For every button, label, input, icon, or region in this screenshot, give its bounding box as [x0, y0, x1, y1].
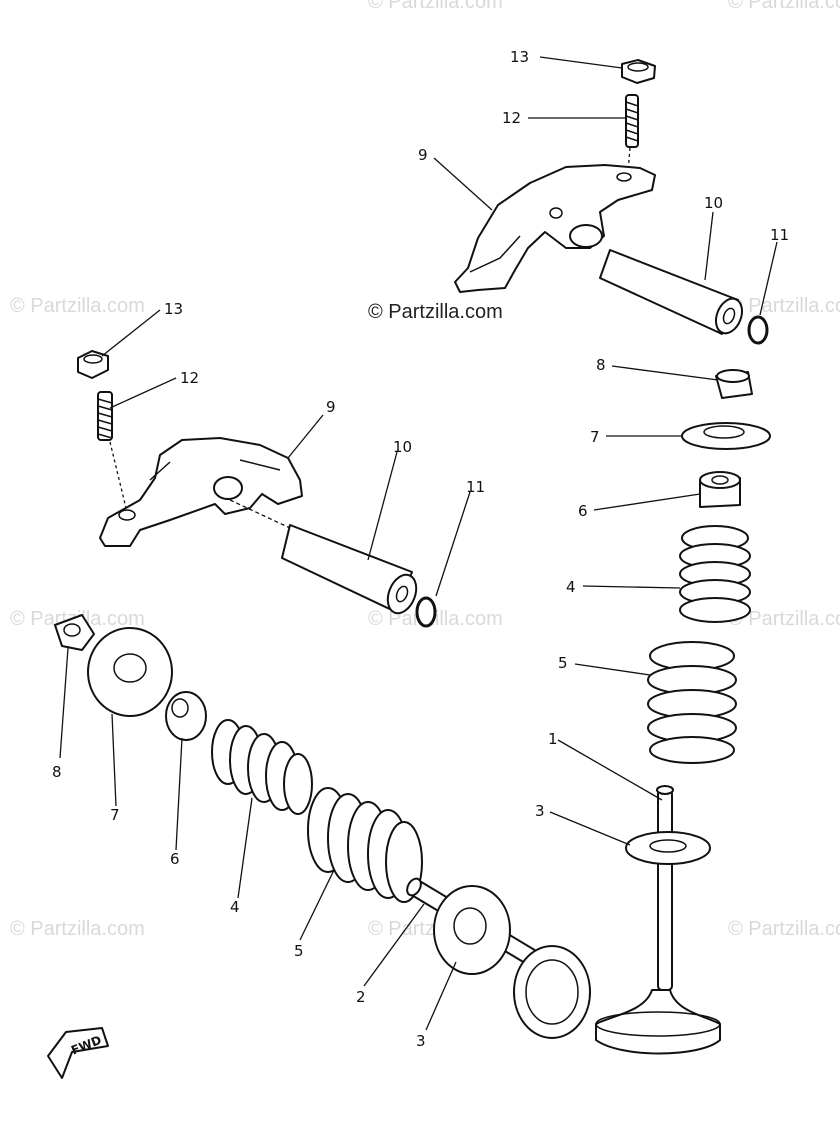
- callout-5: 5: [558, 654, 568, 672]
- outer-valve-spring-part-5-right: [647, 641, 737, 764]
- spring-seat-part-3-right: [625, 831, 711, 865]
- spring-retainer-part-7-right: [681, 422, 771, 450]
- callout-labels-left: 13 12 9 10 11 8 7 6 4 5 2 3: [52, 300, 485, 1050]
- callout-4: 4: [230, 898, 240, 916]
- callout-13: 13: [164, 300, 183, 318]
- watermark-faint: © Partzilla.com: [728, 0, 840, 13]
- spring-retainer-part-7-left: [87, 627, 173, 717]
- callout-4: 4: [566, 578, 576, 596]
- watermark-main: © Partzilla.com: [368, 301, 503, 323]
- callout-7: 7: [590, 428, 600, 446]
- valve-cotter-part-8-right: [715, 369, 753, 399]
- leader-lines: [59, 56, 778, 1031]
- callout-labels-upper-right: 13 12 9 10 11 8 7 6 4 5 1 3: [418, 48, 789, 820]
- nut-part-13-left: [77, 350, 109, 379]
- callout-12: 12: [502, 109, 521, 127]
- spring-seat-part-3-left: [433, 885, 511, 975]
- watermark-faint: © Partzilla.com: [728, 608, 840, 630]
- callout-10: 10: [704, 194, 723, 212]
- callout-6: 6: [578, 502, 588, 520]
- callout-13: 13: [510, 48, 529, 66]
- callout-3: 3: [416, 1032, 426, 1050]
- callout-8: 8: [596, 356, 606, 374]
- watermark-faint: © Partzilla.com: [728, 295, 840, 317]
- adjuster-screw-part-12-left: [97, 391, 127, 509]
- valve-part-1-right: [595, 785, 721, 1055]
- callout-12: 12: [180, 369, 199, 387]
- callout-1: 1: [548, 730, 558, 748]
- stem-seal-part-6-right: [699, 471, 741, 508]
- rocker-arm-part-9-left: [99, 437, 303, 547]
- inner-valve-spring-part-4-left: [211, 719, 313, 815]
- adjuster-screw-part-12-right: [625, 94, 639, 173]
- watermark-faint: © Partzilla.com: [728, 918, 840, 940]
- nut-part-13-right: [621, 59, 656, 84]
- o-ring-part-11-right: [747, 315, 769, 345]
- callout-8: 8: [52, 763, 62, 781]
- rocker-shaft-part-10-left: [229, 499, 418, 615]
- valve-cotter-part-8-left: [54, 614, 95, 651]
- stem-seal-part-6-left: [165, 691, 207, 741]
- background-watermarks: © Partzilla.com © Partzilla.com © Partzi…: [10, 0, 840, 940]
- watermark-faint: © Partzilla.com: [368, 0, 503, 13]
- watermark-faint: © Partzilla.com: [10, 918, 145, 940]
- callout-2: 2: [356, 988, 366, 1006]
- inner-valve-spring-part-4-right: [679, 525, 751, 623]
- outer-valve-spring-part-5-left: [307, 787, 423, 903]
- callout-9: 9: [326, 398, 336, 416]
- forward-direction-badge: FWD: [47, 1027, 109, 1079]
- callout-9: 9: [418, 146, 428, 164]
- watermark-faint: © Partzilla.com: [10, 295, 145, 317]
- callout-11: 11: [466, 478, 485, 496]
- callout-10: 10: [393, 438, 412, 456]
- rocker-arm-part-9-right: [454, 164, 656, 293]
- callout-6: 6: [170, 850, 180, 868]
- o-ring-part-11-left: [415, 596, 437, 628]
- callout-3: 3: [535, 802, 545, 820]
- callout-5: 5: [294, 942, 304, 960]
- rocker-shaft-part-10-right: [599, 249, 744, 335]
- callout-11: 11: [770, 226, 789, 244]
- callout-7: 7: [110, 806, 120, 824]
